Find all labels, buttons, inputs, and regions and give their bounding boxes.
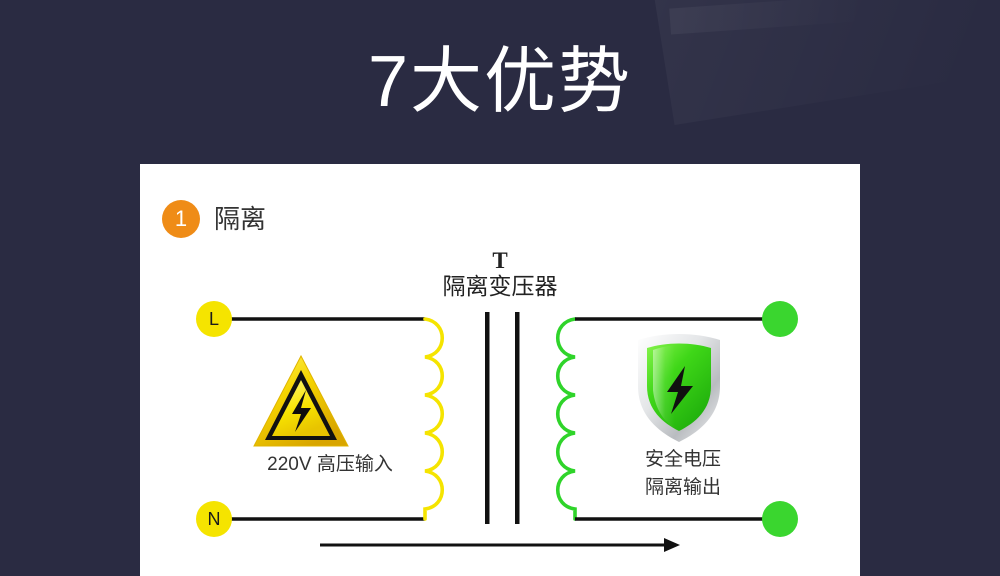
secondary-coil xyxy=(556,317,577,521)
core-bar-left xyxy=(485,312,490,524)
advantage-heading: 1 隔离 xyxy=(162,200,266,238)
output-caption: 安全电压 隔离输出 xyxy=(588,446,778,502)
right-arrow-icon xyxy=(320,538,680,552)
input-caption: 220V 高压输入 xyxy=(267,454,393,475)
primary-coil xyxy=(423,317,444,521)
advantage-number-badge: 1 xyxy=(162,200,200,238)
advantage-title: 隔离 xyxy=(214,204,267,234)
isolation-transformer-schematic xyxy=(214,312,785,552)
transformer-label-group: T 隔离变压器 xyxy=(430,248,570,300)
terminal-output-top[interactable] xyxy=(762,301,798,337)
terminal-neutral[interactable]: N xyxy=(196,501,232,537)
green-safety-shield-icon xyxy=(638,334,720,442)
transformer-name: 隔离变压器 xyxy=(442,273,558,299)
transformer-symbol: T xyxy=(492,248,508,273)
output-caption-line2: 隔离输出 xyxy=(644,477,721,498)
background-sheen-streak xyxy=(669,0,971,35)
terminal-output-bottom[interactable] xyxy=(762,501,798,537)
page-title: 7大优势 xyxy=(367,42,633,122)
terminal-live[interactable]: L xyxy=(196,301,232,337)
core-bar-right xyxy=(515,312,520,524)
output-caption-line1: 安全电压 xyxy=(644,449,721,470)
advantage-card-panel: 1 隔离 T 隔离变压器 xyxy=(140,164,860,576)
high-voltage-warning-icon xyxy=(253,354,349,447)
